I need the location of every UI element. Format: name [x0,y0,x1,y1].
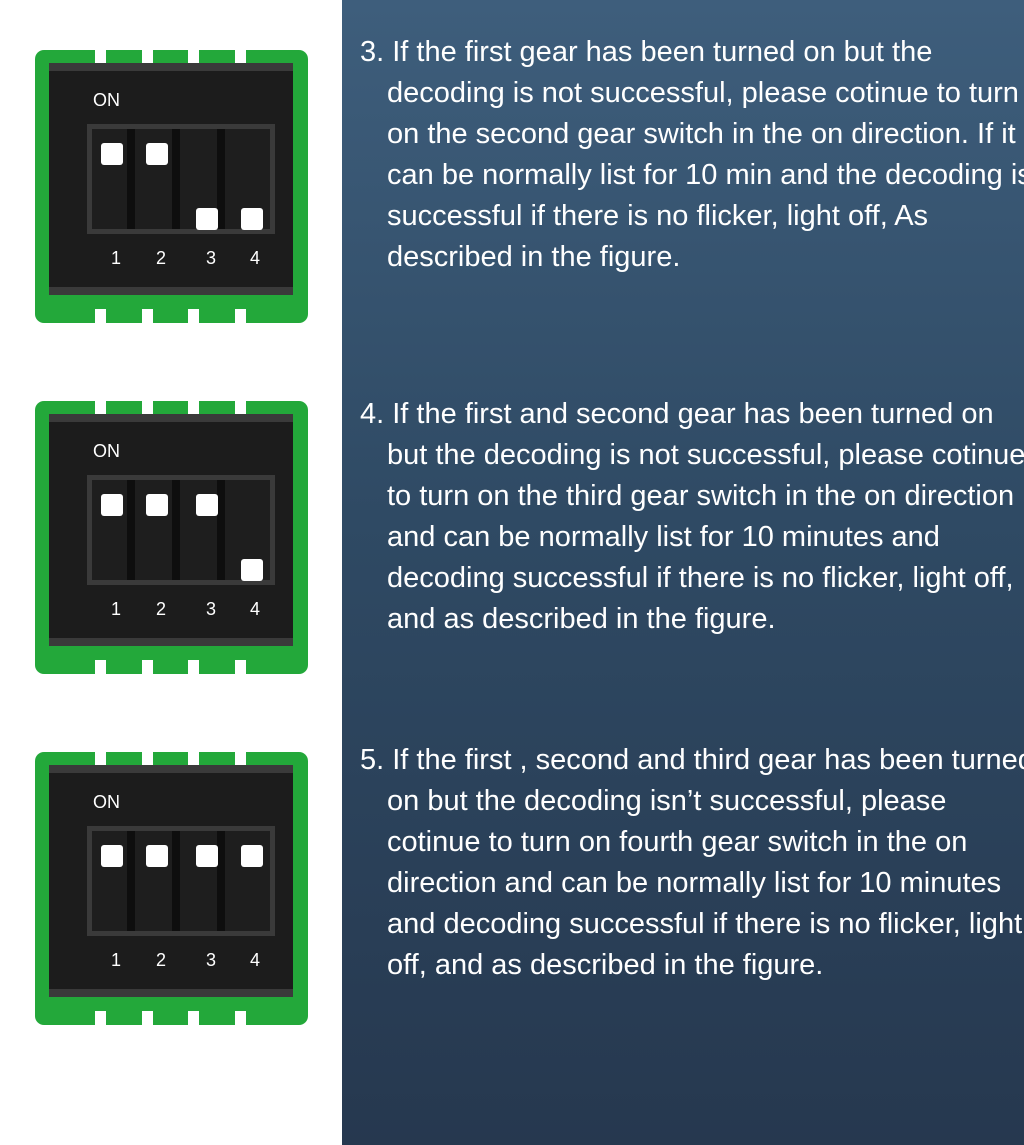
instructions-panel [342,0,1024,1145]
pin-notch [142,660,153,674]
instruction-step-3: 3. If the first gear has been turned on … [360,36,1024,273]
pin-notch [188,660,199,674]
switch-toggle-2[interactable] [146,845,168,867]
instruction-step-5: 5. If the first , second and third gear … [360,744,1024,981]
switch-toggle-3[interactable] [196,208,218,230]
switch-toggle-1[interactable] [101,845,123,867]
pin-notch [235,401,246,414]
pin-notch [95,50,106,63]
switch-toggle-3[interactable] [196,845,218,867]
pin-notch [95,660,106,674]
pin-notch [95,1011,106,1025]
switch-toggle-1[interactable] [101,143,123,165]
on-label: ON [93,90,120,110]
on-label: ON [93,792,120,812]
switch-housing: ON 1 2 3 4 [49,63,293,295]
pin-notch [188,1011,199,1025]
pin-notch [142,50,153,63]
switch-well [87,826,275,936]
pin-notch [142,401,153,414]
pin-notch [188,309,199,323]
switch-toggle-4[interactable] [241,559,263,581]
pin-notch [235,752,246,765]
switch-well [87,475,275,585]
dip-switch-2: ON 1 2 3 4 [35,401,308,674]
switch-well [87,124,275,234]
switch-number: 2 [155,599,166,619]
pin-notch [188,401,199,414]
switch-number: 2 [155,248,166,268]
pin-notch [142,752,153,765]
switch-toggle-3[interactable] [196,494,218,516]
switch-number: 1 [110,248,121,268]
pin-notch [95,309,106,323]
switch-number: 4 [249,248,260,268]
switch-number: 1 [110,950,121,970]
dip-switch-1: ON 1 2 3 4 [35,50,308,323]
switch-number: 2 [155,950,166,970]
switch-number: 1 [110,599,121,619]
pin-notch [235,309,246,323]
pin-notch [235,50,246,63]
dip-switch-3: ON 1 2 3 4 [35,752,308,1025]
pin-notch [188,50,199,63]
pin-notch [235,1011,246,1025]
switch-toggle-1[interactable] [101,494,123,516]
switch-toggle-2[interactable] [146,494,168,516]
switch-number: 3 [205,248,216,268]
on-label: ON [93,441,120,461]
switch-number: 4 [249,950,260,970]
switch-number: 3 [205,950,216,970]
pin-notch [142,309,153,323]
switch-toggle-2[interactable] [146,143,168,165]
pin-notch [142,1011,153,1025]
pin-notch [95,752,106,765]
pin-notch [235,660,246,674]
pin-notch [188,752,199,765]
pin-notch [95,401,106,414]
switch-number: 3 [205,599,216,619]
switch-number: 4 [249,599,260,619]
switch-toggle-4[interactable] [241,845,263,867]
switch-housing: ON 1 2 3 4 [49,765,293,997]
switch-housing: ON 1 2 3 4 [49,414,293,646]
instruction-step-4: 4. If the first and second gear has been… [360,398,1024,635]
switch-toggle-4[interactable] [241,208,263,230]
